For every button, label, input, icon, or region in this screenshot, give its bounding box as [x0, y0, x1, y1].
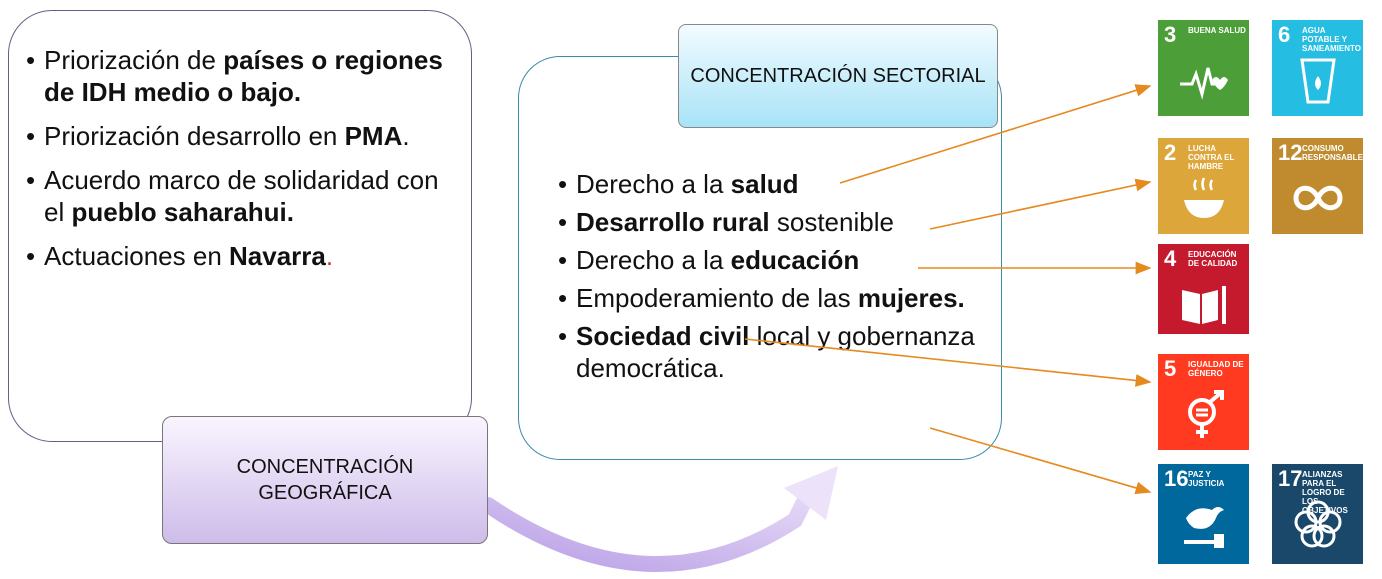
bullet-dot: •: [558, 283, 568, 313]
bullet-dot: •: [558, 169, 568, 199]
sec-bullet-text: salud: [730, 169, 799, 199]
sdg-number: 17: [1278, 466, 1303, 491]
sec-bullet-text: mujeres.: [857, 283, 965, 313]
geo-bullet: • Acuerdo marco de solidaridad con el pue…: [24, 164, 454, 228]
geo-bullet: • Priorización desarrollo en PMA.: [24, 120, 454, 152]
sec-bullet-text: Empoderamiento de las: [576, 283, 858, 313]
gender-equality-icon: [1188, 390, 1224, 438]
sdg-tile-3: 3 BUENA SALUD: [1158, 20, 1249, 116]
water-glass-icon: [1300, 58, 1336, 104]
geo-bullet-text: Navarra: [229, 241, 326, 271]
sdg-title: LUCHA CONTRA EL HAMBRE: [1188, 144, 1235, 171]
sdg-title: CONSUMO RESPONSABLE: [1302, 144, 1363, 162]
geo-label-line1: CONCENTRACIÓN: [236, 456, 414, 478]
sectoral-concentration-label: CONCENTRACIÓN SECTORIAL: [678, 24, 998, 128]
arrow-mujeres: [744, 338, 1152, 387]
arrow-sociedad: [929, 427, 1152, 495]
sdg-title: ALIANZAS PARA EL LOGRO DE LOS OBJETIVOS: [1302, 470, 1348, 515]
sdg-number: 4: [1164, 246, 1177, 271]
geo-bullet-text: .: [402, 121, 410, 151]
sec-bullet: • Desarrollo rural sostenible: [556, 206, 996, 238]
sdg-title: IGUALDAD DE GÉNERO: [1188, 360, 1244, 378]
bullet-dot: •: [558, 321, 568, 351]
sec-bullet-text: Derecho a la: [576, 245, 731, 275]
geographic-concentration-label: CONCENTRACIÓN GEOGRÁFICA: [162, 416, 488, 544]
sdg-tile-4: 4 EDUCACIÓN DE CALIDAD: [1158, 244, 1249, 334]
sdg-title: BUENA SALUD: [1188, 26, 1246, 35]
sdg-number: 12: [1278, 140, 1303, 165]
sec-bullet-text: sostenible: [769, 207, 894, 237]
geo-bullet-text: Priorización de: [44, 45, 224, 75]
book-pencil-icon: [1182, 286, 1226, 324]
sdg-number: 6: [1278, 22, 1291, 47]
sdg-number: 3: [1164, 22, 1177, 47]
sec-bullet-text: educación: [730, 245, 860, 275]
sec-bullet-text: Desarrollo rural: [576, 207, 770, 237]
bullet-dot: •: [26, 45, 36, 75]
bullet-dot: •: [558, 245, 568, 275]
sec-bullet-text: Sociedad civil: [576, 321, 750, 351]
arrow-rural: [929, 178, 1152, 230]
bullet-dot: •: [26, 241, 36, 271]
geo-bullet-text: países o regiones de IDH medio o bajo.: [44, 45, 443, 107]
sdg-number: 16: [1164, 466, 1189, 491]
sec-bullet-text: Derecho a la: [576, 169, 731, 199]
sec-bullet: • Derecho a la educación: [556, 244, 996, 276]
sdg-tile-5: 5 IGUALDAD DE GÉNERO: [1158, 354, 1249, 450]
geo-bullet-text: pueblo saharahui.: [71, 197, 294, 227]
sdg-number: 5: [1164, 356, 1177, 381]
bullet-dot: •: [26, 121, 36, 151]
sdg-number: 2: [1164, 140, 1177, 165]
sec-label-text: CONCENTRACIÓN SECTORIAL: [690, 64, 986, 87]
geo-bullet: • Priorización de países o regiones de ID…: [24, 44, 454, 108]
geographic-concentration-panel: [8, 10, 472, 442]
arrow-salud: [839, 84, 1152, 184]
geographic-bullet-list: • Priorización de países o regiones de ID…: [24, 44, 454, 284]
heartbeat-icon: [1180, 67, 1228, 100]
dove-gavel-icon: [1184, 507, 1224, 548]
sec-bullet-text: local y gobernanza democrática.: [576, 321, 975, 383]
geo-bullet-text: PMA: [344, 121, 403, 151]
bowl-icon: [1184, 177, 1224, 218]
sdg-tile-2: 2 LUCHA CONTRA EL HAMBRE: [1158, 138, 1249, 234]
sectoral-bullet-list: • Derecho a la salud • Desarrollo rural sos…: [556, 168, 996, 390]
sec-bullet: • Derecho a la salud: [556, 168, 996, 200]
sdg-title: AGUA POTABLE Y SANEAMIENTO: [1302, 26, 1361, 53]
bullet-dot: •: [558, 207, 568, 237]
bullet-dot: •: [26, 165, 36, 195]
geo-bullet-text: Acuerdo marco de solidaridad con el: [44, 165, 439, 227]
sdg-tile-6: 6 AGUA POTABLE Y SANEAMIENTO: [1272, 20, 1363, 116]
geo-bullet-text: .: [325, 241, 334, 271]
geo-bullet-text: Priorización desarrollo en: [44, 121, 345, 151]
geo-bullet-text: Actuaciones en: [44, 241, 230, 271]
flower-rings-icon: [1294, 500, 1342, 548]
geo-label-line2: GEOGRÁFICA: [258, 482, 392, 504]
sec-bullet: • Sociedad civil local y gobernanza democ…: [556, 320, 996, 384]
infinity-icon: [1293, 185, 1343, 211]
sec-bullet: • Empoderamiento de las mujeres.: [556, 282, 996, 314]
sdg-title: PAZ Y JUSTICIA: [1188, 470, 1225, 488]
geo-bullet: • Actuaciones en Navarra.: [24, 240, 454, 272]
sdg-title: EDUCACIÓN DE CALIDAD: [1188, 250, 1238, 268]
